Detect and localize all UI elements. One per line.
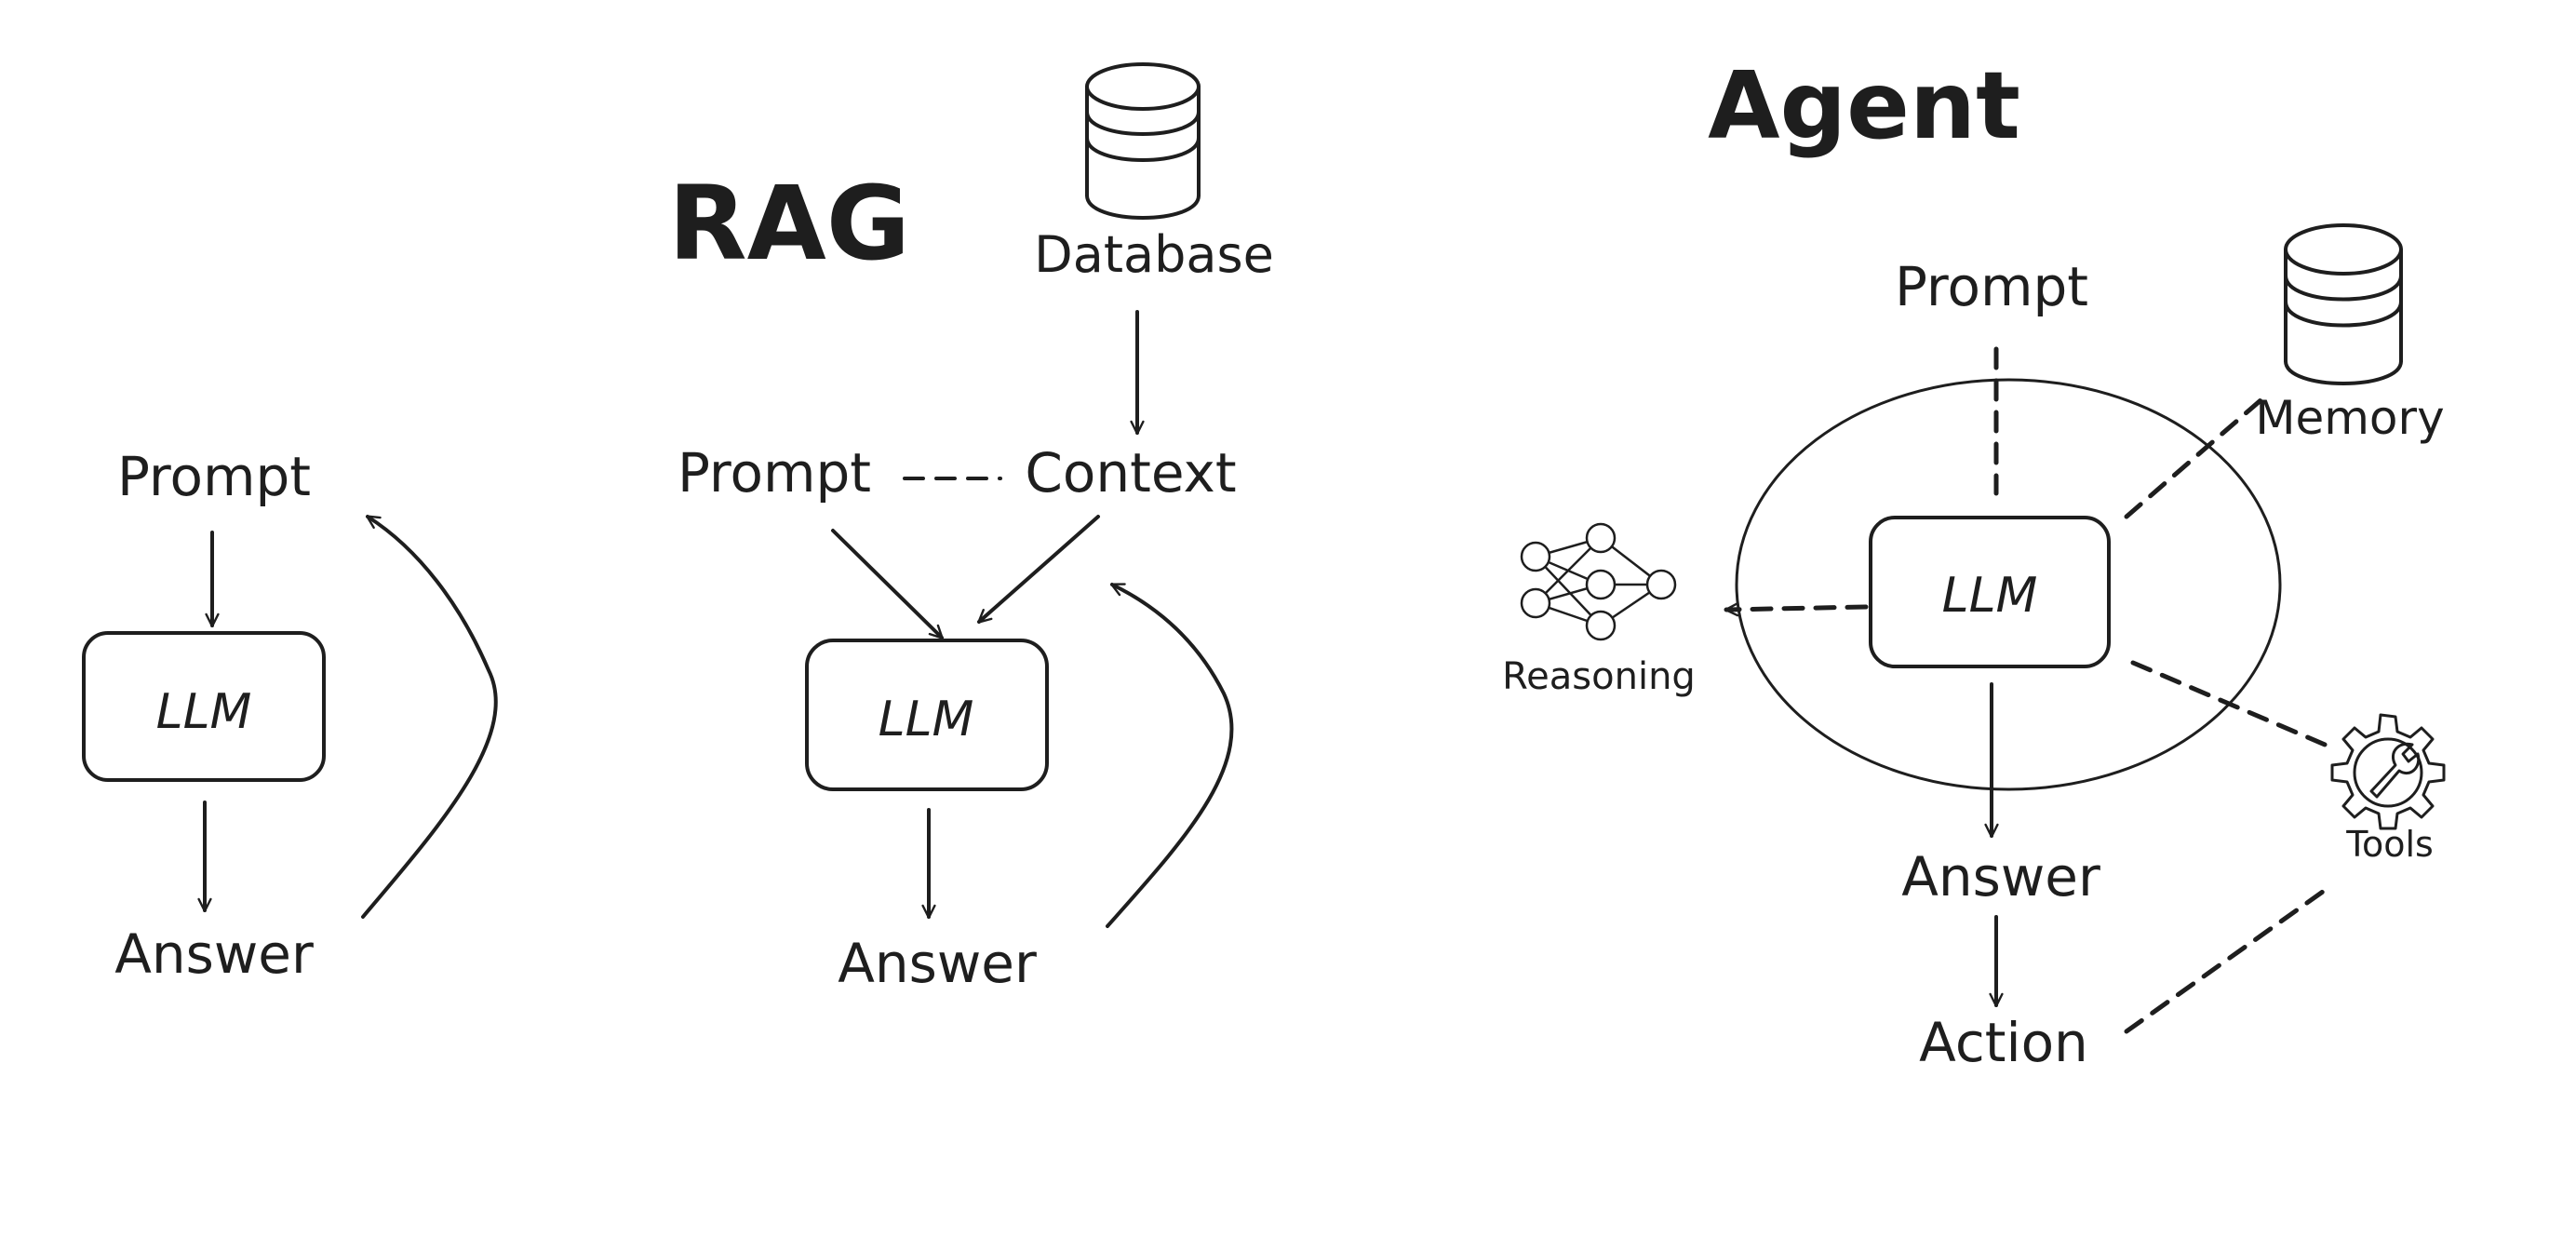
agent-memory-dashed-link <box>2124 393 2269 519</box>
rag-group: RAG Database Prompt Context LLM Answer <box>668 62 1274 995</box>
rag-feedback-curve-arrow <box>1106 583 1234 928</box>
simple-answer-label: Answer <box>114 922 314 986</box>
neural-network-icon <box>1520 522 1677 641</box>
rag-context-to-llm-arrow <box>977 515 1100 624</box>
rag-title: RAG <box>668 164 910 283</box>
rag-llm-label: LLM <box>879 692 974 747</box>
rag-prompt-to-llm-arrow <box>831 529 944 639</box>
simple-prompt-label: Prompt <box>117 445 311 508</box>
database-icon <box>1085 62 1201 220</box>
agent-title: Agent <box>1708 51 2020 160</box>
rag-database-label: Database <box>1034 225 1274 284</box>
rag-llm-box <box>805 639 1049 791</box>
agent-llm-label: LLM <box>1942 568 2038 624</box>
agent-orbit-ellipse <box>1735 378 2282 791</box>
agent-llm-box <box>1869 516 2111 668</box>
gear-wrench-icon <box>2330 713 2446 830</box>
agent-memory-label: Memory <box>2255 391 2444 445</box>
rag-answer-label: Answer <box>838 932 1037 995</box>
rag-prompt-label: Prompt <box>678 441 871 505</box>
simple-llm-label: LLM <box>156 684 252 740</box>
agent-tools-label: Tools <box>2345 824 2434 865</box>
agent-reasoning-dashed-link <box>1724 602 1869 617</box>
simple-llm-group: Prompt LLM Answer <box>82 445 498 986</box>
agent-action-label: Action <box>1919 1011 2088 1074</box>
simple-feedback-curve-arrow <box>361 515 498 919</box>
memory-database-icon <box>2284 223 2403 385</box>
agent-action-tools-dashed-link <box>2124 886 2329 1034</box>
rag-context-label: Context <box>1025 441 1236 505</box>
agent-answer-label: Answer <box>1901 845 2100 908</box>
agent-group: Agent Prompt Memory LLM <box>1502 51 2446 1074</box>
agent-tools-dashed-link <box>2130 660 2339 752</box>
simple-llm-box <box>82 631 326 782</box>
agent-prompt-label: Prompt <box>1895 255 2088 318</box>
agent-reasoning-label: Reasoning <box>1502 655 1696 698</box>
